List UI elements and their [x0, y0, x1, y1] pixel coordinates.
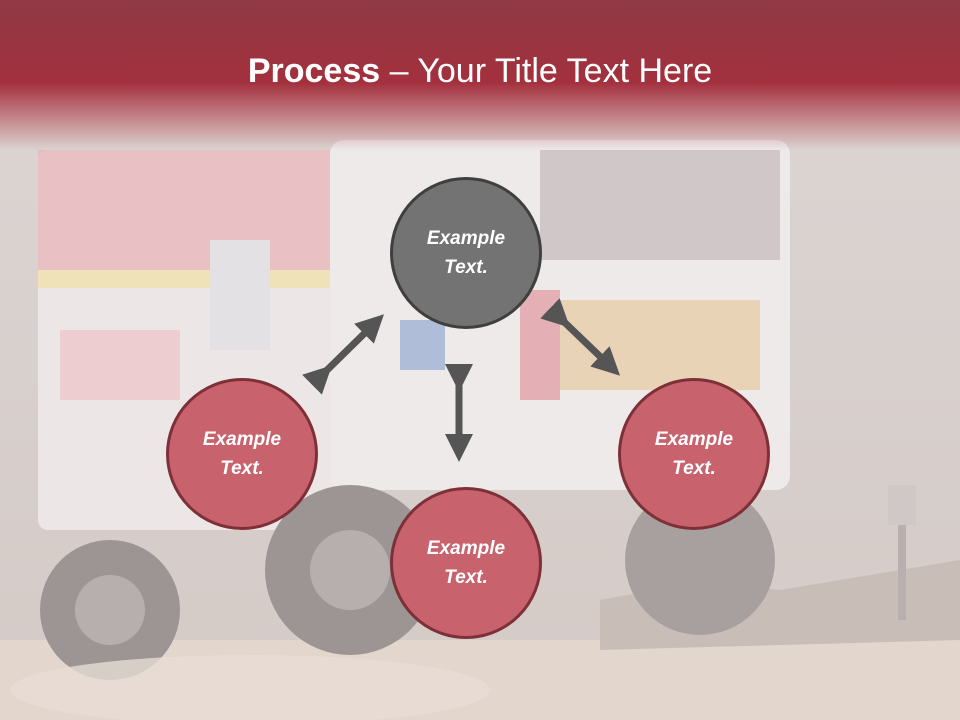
- node-right-text: Example Text.: [654, 429, 734, 479]
- process-node-left[interactable]: Example Text.: [166, 378, 318, 530]
- process-node-center[interactable]: Example Text.: [390, 177, 542, 329]
- title-rest: – Your Title Text Here: [380, 52, 713, 90]
- process-node-bottom[interactable]: Example Text.: [390, 487, 542, 639]
- slide-title: Process – Your Title Text Here: [0, 52, 960, 91]
- arrow-top-left: [302, 314, 384, 395]
- node-center-text: Example Text.: [426, 228, 506, 278]
- node-left-text: Example Text.: [202, 429, 282, 479]
- arrow-top-right: [540, 298, 621, 376]
- title-bold: Process: [247, 52, 381, 90]
- title-band: [0, 0, 960, 150]
- node-bottom-text: Example Text.: [426, 538, 506, 588]
- process-node-right[interactable]: Example Text.: [618, 378, 770, 530]
